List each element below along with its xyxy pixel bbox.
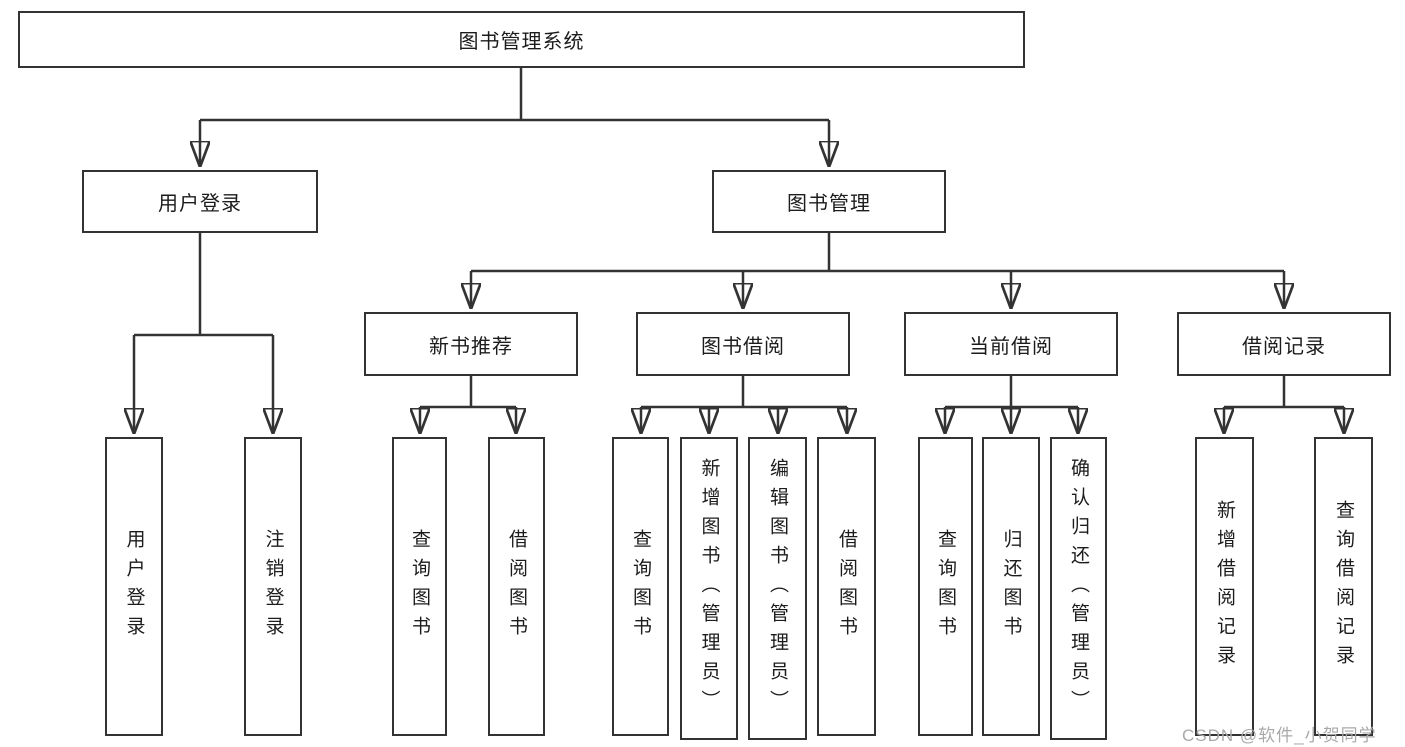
leaf-return-books: 归还图书 — [982, 437, 1040, 736]
leaf-logout-login-label: 注销登录 — [262, 528, 284, 645]
node-book-management: 图书管理 — [712, 170, 946, 233]
leaf-user-login-label: 用户登录 — [123, 528, 145, 645]
node-book-borrowing: 图书借阅 — [636, 312, 850, 376]
node-new-book-recommendation-label: 新书推荐 — [429, 335, 513, 358]
leaf-add-borrow-record-label: 新增借阅记录 — [1214, 499, 1235, 674]
node-book-borrowing-label: 图书借阅 — [701, 335, 785, 358]
csdn-watermark: CSDN @软件_小贺同学 — [1182, 726, 1377, 745]
leaf-query-books-current-label: 查询图书 — [935, 528, 956, 645]
leaf-add-borrow-record: 新增借阅记录 — [1195, 437, 1254, 736]
leaf-add-books-admin: 新增图书（管理员） — [680, 437, 738, 740]
leaf-query-borrow-record: 查询借阅记录 — [1314, 437, 1373, 736]
node-borrowing-records-label: 借阅记录 — [1242, 335, 1326, 358]
leaf-edit-books-admin: 编辑图书（管理员） — [748, 437, 807, 740]
leaf-query-books-recommend: 查询图书 — [392, 437, 447, 736]
node-current-borrowing-label: 当前借阅 — [969, 335, 1053, 358]
leaf-confirm-return-admin-label: 确认归还（管理员） — [1068, 458, 1089, 719]
leaf-query-borrow-record-label: 查询借阅记录 — [1333, 499, 1354, 674]
leaf-edit-books-admin-label: 编辑图书（管理员） — [767, 458, 788, 719]
node-book-management-label: 图书管理 — [787, 193, 871, 215]
node-root-label: 图书管理系统 — [458, 31, 585, 53]
node-user-login-label: 用户登录 — [158, 193, 242, 215]
leaf-query-books-recommend-label: 查询图书 — [409, 528, 430, 645]
leaf-user-login: 用户登录 — [105, 437, 163, 736]
leaf-borrow-books-borrowing: 借阅图书 — [817, 437, 876, 736]
leaf-return-books-label: 归还图书 — [1000, 528, 1022, 645]
leaf-confirm-return-admin: 确认归还（管理员） — [1050, 437, 1107, 740]
node-borrowing-records: 借阅记录 — [1177, 312, 1391, 376]
node-current-borrowing: 当前借阅 — [904, 312, 1118, 376]
leaf-query-books-borrowing-label: 查询图书 — [630, 528, 651, 645]
node-user-login: 用户登录 — [82, 170, 318, 233]
node-new-book-recommendation: 新书推荐 — [364, 312, 578, 376]
leaf-query-books-current: 查询图书 — [918, 437, 973, 736]
node-root: 图书管理系统 — [18, 11, 1025, 68]
leaf-borrow-books-recommend-label: 借阅图书 — [506, 528, 527, 645]
leaf-borrow-books-borrowing-label: 借阅图书 — [836, 528, 857, 645]
leaf-query-books-borrowing: 查询图书 — [612, 437, 669, 736]
leaf-logout-login: 注销登录 — [244, 437, 302, 736]
leaf-borrow-books-recommend: 借阅图书 — [488, 437, 545, 736]
leaf-add-books-admin-label: 新增图书（管理员） — [698, 458, 720, 719]
